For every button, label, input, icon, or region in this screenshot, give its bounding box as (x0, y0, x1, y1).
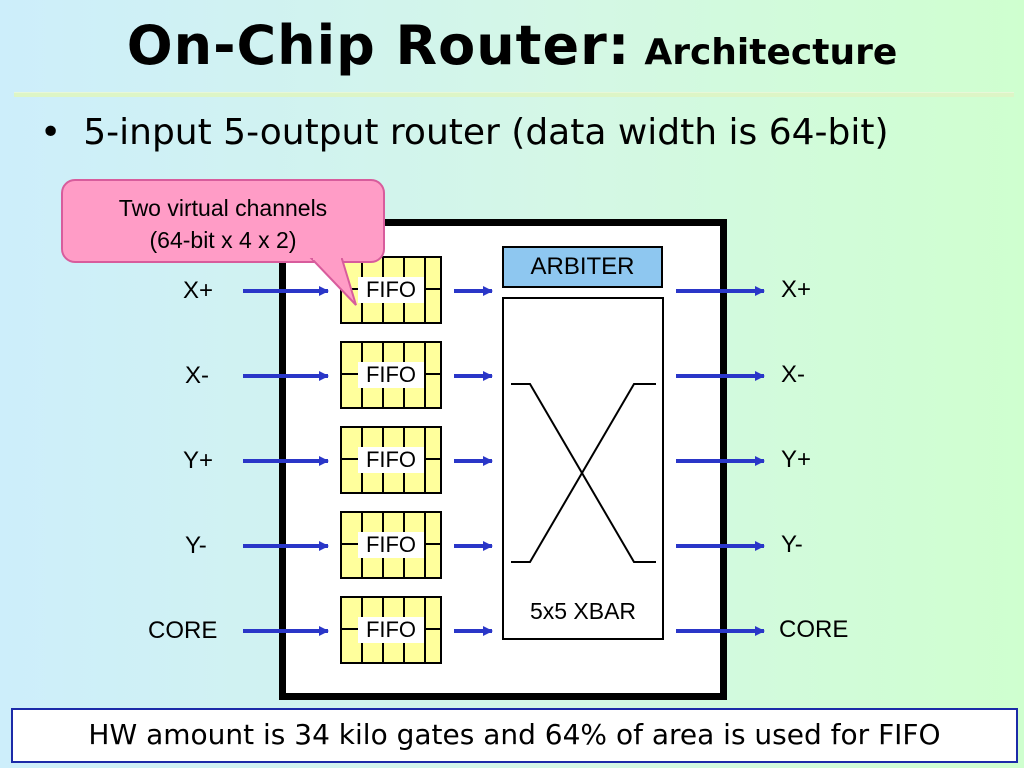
output-port-label: Y+ (781, 446, 812, 473)
output-port-label: X+ (781, 276, 812, 303)
slide-title: On-Chip Router: Architecture (0, 14, 1024, 77)
summary-box: HW amount is 34 kilo gates and 64% of ar… (11, 708, 1018, 763)
crossbar-label: 5x5 XBAR (529, 598, 637, 624)
crossbar-line (511, 383, 656, 563)
input-port-label: Y- (185, 532, 207, 559)
output-port-label: Y- (781, 531, 803, 558)
input-port-label: X- (185, 362, 209, 389)
input-port-label: CORE (148, 617, 218, 644)
fifo-label: FIFO (358, 362, 424, 388)
crossbar-block (502, 297, 664, 640)
title-sub: Architecture (644, 32, 898, 73)
arbiter-block: ARBITER (502, 246, 663, 288)
callout-bubble (61, 179, 385, 263)
output-port-label: CORE (779, 616, 849, 643)
title-main: On-Chip Router: (126, 14, 631, 77)
fifo-label: FIFO (358, 617, 424, 643)
fifo-label: FIFO (358, 447, 424, 473)
callout-line-2: (64-bit x 4 x 2) (149, 227, 297, 253)
bullet-symbol: • (40, 112, 62, 153)
bullet-point: • 5-input 5-output router (data width is … (40, 112, 889, 153)
input-port-label: X+ (183, 277, 214, 304)
bullet-text: 5-input 5-output router (data width is 6… (83, 112, 889, 153)
callout-line-1: Two virtual channels (118, 195, 328, 221)
callout-text: Two virtual channels (64-bit x 4 x 2) (61, 192, 385, 256)
input-port-label: Y+ (183, 447, 214, 474)
fifo-label: FIFO (358, 277, 424, 303)
fifo-label: FIFO (358, 532, 424, 558)
output-port-label: X- (781, 361, 805, 388)
title-divider (14, 92, 1014, 97)
